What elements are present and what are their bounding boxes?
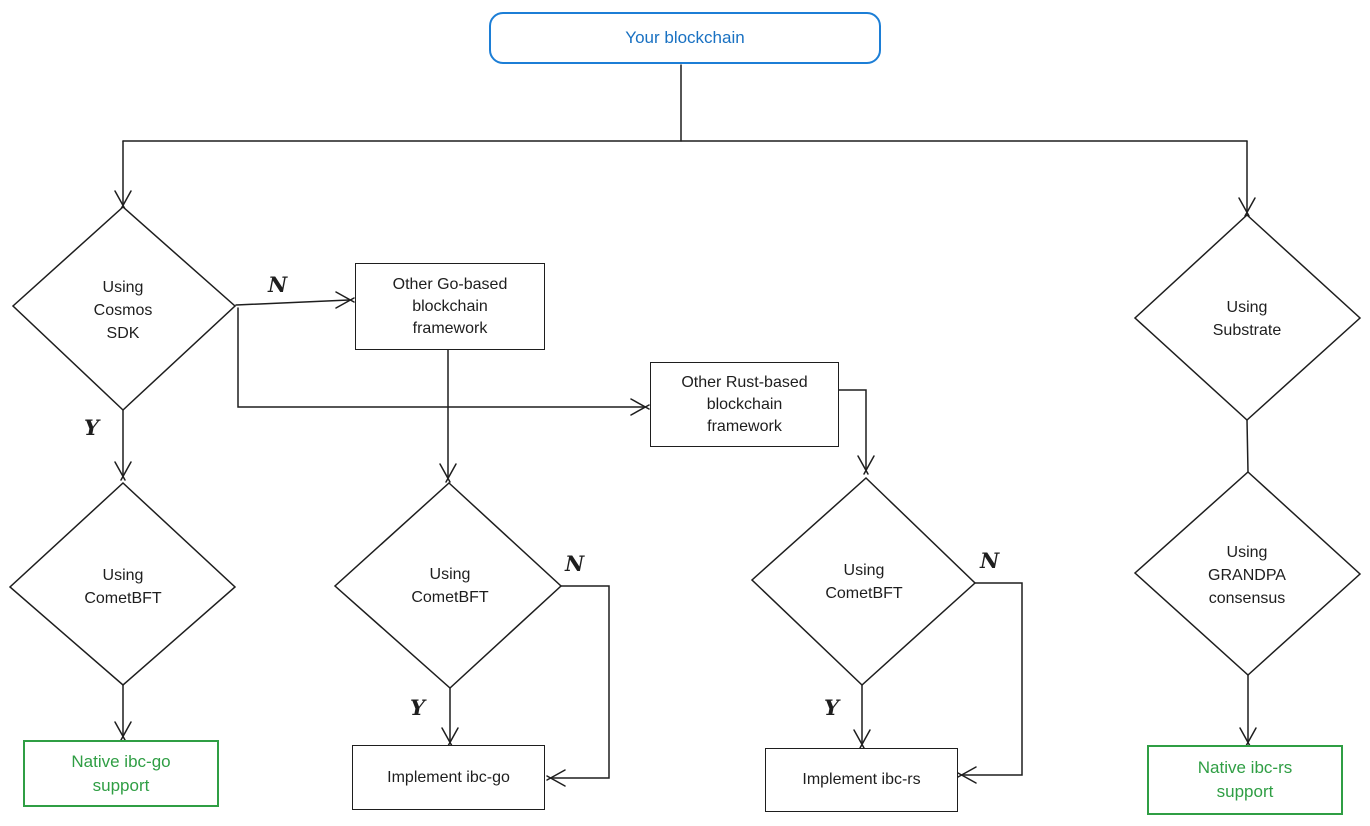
edge-rustbox-down bbox=[837, 389, 867, 469]
arrowhead-cometbft-right-yes bbox=[853, 729, 871, 749]
cometbft-mid-no-label: N bbox=[565, 551, 585, 576]
other-rust-framework-node: Other Rust-based blockchain framework bbox=[650, 362, 839, 447]
edge-cometbft-right-no bbox=[963, 582, 1023, 776]
arrowhead-cometbft-mid-yes bbox=[441, 727, 459, 747]
implement-ibc-rs-node: Implement ibc-rs bbox=[765, 748, 958, 812]
cometbft-right-yes-label: Y bbox=[824, 695, 839, 720]
arrowhead-cosmos-to-rust bbox=[630, 398, 650, 416]
cometbft-right-no-label: N bbox=[980, 548, 1000, 573]
arrowhead-cometbft-left-to-native bbox=[114, 721, 132, 741]
cometbft-left-decision-label: Using CometBFT bbox=[84, 567, 162, 607]
other-go-framework-node: Other Go-based blockchain framework bbox=[355, 263, 545, 350]
native-ibc-go-node: Native ibc-go support bbox=[23, 740, 219, 807]
start-node: Your blockchain bbox=[489, 12, 881, 64]
arrowhead-right-drop bbox=[1238, 197, 1256, 217]
arrowhead-left-drop bbox=[114, 190, 132, 210]
arrowhead-grandpa-to-native bbox=[1239, 727, 1257, 747]
arrowhead-cosmos-no bbox=[335, 291, 355, 309]
native-ibc-rs-node: Native ibc-rs support bbox=[1147, 745, 1343, 815]
edge-cosmos-to-rust bbox=[237, 307, 644, 408]
arrowhead-cosmos-yes bbox=[114, 461, 132, 481]
edge-cosmos-no bbox=[235, 299, 350, 306]
arrowhead-cometbft-right-no bbox=[957, 766, 977, 784]
arrowhead-rustbox-down bbox=[857, 455, 875, 475]
arrowhead-gobox-down bbox=[439, 463, 457, 483]
cometbft-mid-yes-label: Y bbox=[410, 695, 425, 720]
edge-cometbft-mid-no bbox=[552, 585, 610, 779]
cometbft-mid-decision-label: Using CometBFT bbox=[411, 566, 489, 606]
cosmos-no-label: N bbox=[268, 272, 288, 297]
cosmos-yes-label: Y bbox=[84, 415, 99, 440]
implement-ibc-go-node: Implement ibc-go bbox=[352, 745, 545, 810]
substrate-decision-label: Using Substrate bbox=[1212, 299, 1282, 339]
cosmos-sdk-decision-label: Using Cosmos SDK bbox=[93, 279, 153, 342]
cometbft-right-decision-label: Using CometBFT bbox=[825, 562, 903, 602]
edge-substrate-to-grandpa bbox=[1246, 419, 1249, 473]
grandpa-decision-label: Using GRANDPA consensus bbox=[1208, 544, 1286, 607]
arrowhead-cometbft-mid-no bbox=[546, 769, 566, 787]
